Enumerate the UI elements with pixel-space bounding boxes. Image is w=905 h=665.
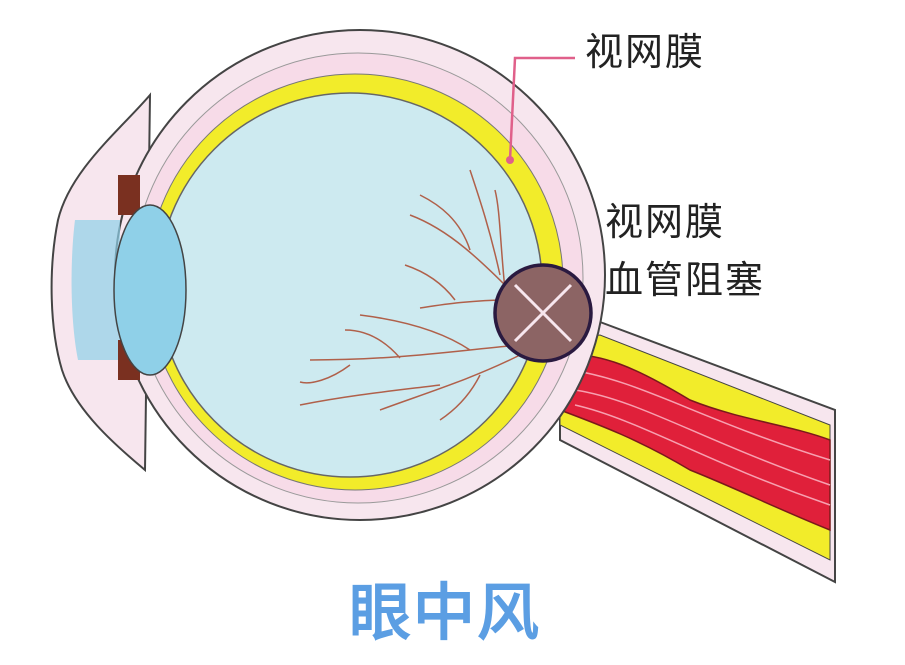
- iris-upper: [118, 175, 140, 215]
- retina-label: 视网膜: [585, 30, 706, 74]
- retina-pointer: [506, 56, 575, 164]
- retinal-vessels: [299, 169, 521, 421]
- occlusion-label-line1: 视网膜: [605, 200, 726, 244]
- occlusion-label-line2: 血管阻塞: [605, 258, 766, 302]
- vessel-blockage-marker: [493, 263, 593, 363]
- lens: [113, 204, 187, 376]
- optic-nerve: [554, 320, 836, 584]
- diagram-title: 眼中风: [348, 576, 541, 649]
